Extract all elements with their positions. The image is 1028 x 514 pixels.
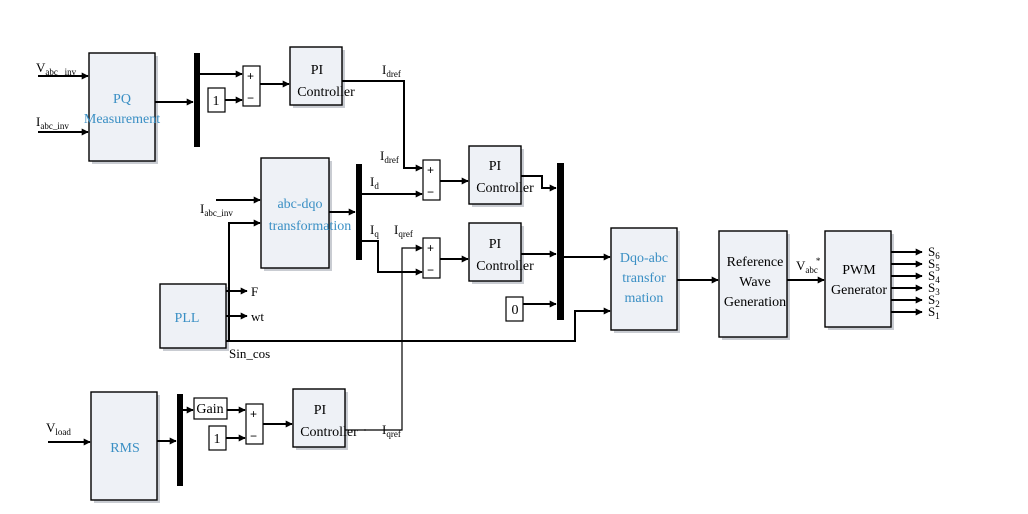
abc-dqo-line-2: transformation bbox=[269, 219, 351, 234]
label-f: F bbox=[251, 284, 258, 299]
sum-d: + − bbox=[422, 159, 441, 201]
dqo-abc-line-3: mation bbox=[625, 291, 664, 306]
demux-dq bbox=[356, 164, 362, 260]
label-iqref-in: Iqref bbox=[394, 222, 413, 239]
pi-top-line-1: PI bbox=[311, 63, 324, 78]
label-s6: S6 bbox=[928, 244, 940, 261]
sum-d-plus: + bbox=[427, 163, 434, 177]
ref-wave-line-3: Generation bbox=[724, 295, 786, 310]
wire-pll-to-abcdqo bbox=[228, 219, 261, 340]
pi-q-line-1: PI bbox=[489, 237, 502, 252]
dqo-abc-block: Dqo-abc transfor mation bbox=[610, 227, 680, 333]
pll-block: PLL bbox=[159, 283, 229, 351]
wire-iq bbox=[362, 240, 423, 276]
sum-bottom-plus: + bbox=[250, 407, 257, 421]
pi-controller-q: PI Controller bbox=[468, 222, 534, 284]
pi-controller-d: PI Controller bbox=[468, 145, 534, 207]
label-sin-cos: Sin_cos bbox=[229, 346, 270, 361]
label-iqref-out: Iqref bbox=[382, 422, 401, 439]
label-s4: S4 bbox=[928, 268, 940, 285]
label-v-load: Vload bbox=[46, 420, 71, 437]
svg-text:1: 1 bbox=[214, 432, 221, 447]
sum-bottom-minus: − bbox=[250, 429, 257, 443]
rms-block: RMS bbox=[90, 391, 160, 503]
pwm-line-1: PWM bbox=[842, 263, 876, 278]
constant-bottom: 1 bbox=[208, 425, 227, 451]
demux-pq bbox=[194, 53, 200, 147]
ref-wave-line-2: Wave bbox=[739, 275, 771, 290]
pi-bottom-line-1: PI bbox=[314, 403, 327, 418]
svg-text:1: 1 bbox=[213, 94, 220, 109]
sum-bottom: + − bbox=[245, 403, 264, 445]
pq-measurement-block: PQ Measurement bbox=[84, 52, 160, 164]
pi-bottom-line-2: Controller bbox=[300, 425, 358, 440]
label-v-abc-inv: Vabc _inv bbox=[36, 60, 77, 77]
label-v-abc-star: Vabc* bbox=[796, 256, 821, 275]
svg-text:0: 0 bbox=[512, 303, 519, 318]
reference-wave-block: Reference Wave Generation bbox=[718, 230, 790, 340]
sum-top-minus: − bbox=[247, 91, 254, 105]
wire-iqref bbox=[364, 244, 423, 431]
rms-label: RMS bbox=[110, 441, 140, 456]
pll-label: PLL bbox=[175, 311, 200, 326]
gain-block: Gain bbox=[193, 397, 228, 420]
pi-top-line-2: Controller bbox=[297, 85, 355, 100]
pwm-line-2: Generator bbox=[831, 283, 887, 298]
svg-text:Gain: Gain bbox=[196, 402, 223, 417]
sum-q: + − bbox=[422, 237, 441, 279]
label-i-abc-inv-pq: Iabc_inv bbox=[36, 114, 69, 131]
label-s5: S5 bbox=[928, 256, 940, 273]
constant-zero: 0 bbox=[505, 296, 524, 322]
abc-dqo-block: abc-dqo transformation bbox=[260, 157, 351, 271]
sum-d-minus: − bbox=[427, 185, 434, 199]
label-iq: Iq bbox=[370, 222, 379, 239]
sum-q-plus: + bbox=[427, 241, 434, 255]
dqo-abc-line-2: transfor bbox=[622, 271, 666, 286]
mux-dq0 bbox=[557, 163, 564, 320]
pwm-generator-block: PWM Generator bbox=[824, 230, 894, 330]
demux-rms bbox=[177, 394, 183, 486]
pi-d-line-2: Controller bbox=[476, 181, 534, 196]
label-idref-out: Idref bbox=[382, 62, 401, 79]
sum-q-minus: − bbox=[427, 263, 434, 277]
label-id: Id bbox=[370, 174, 379, 191]
pi-controller-top: PI Controller bbox=[289, 46, 355, 108]
pi-d-line-1: PI bbox=[489, 159, 502, 174]
label-s2: S2 bbox=[928, 292, 940, 309]
sum-top: + − bbox=[242, 65, 261, 107]
pi-q-line-2: Controller bbox=[476, 259, 534, 274]
constant-top: 1 bbox=[207, 87, 226, 113]
label-idref-in: Idref bbox=[380, 148, 399, 165]
label-s3: S3 bbox=[928, 280, 940, 297]
label-wt: wt bbox=[251, 309, 264, 324]
ref-wave-line-1: Reference bbox=[727, 255, 784, 270]
abc-dqo-line-1: abc-dqo bbox=[277, 197, 322, 212]
wire-idref bbox=[342, 80, 423, 172]
pi-controller-bottom: PI Controller bbox=[292, 388, 358, 450]
label-s1: S1 bbox=[928, 304, 940, 321]
wire-sincos bbox=[226, 307, 611, 342]
pq-line-2: Measurement bbox=[84, 112, 160, 127]
dqo-abc-line-1: Dqo-abc bbox=[620, 251, 668, 266]
pq-line-1: PQ bbox=[113, 92, 131, 107]
switch-labels: S6 S5 S4 S3 S2 S1 bbox=[928, 244, 940, 321]
label-i-abc-inv: Iabc_inv bbox=[200, 201, 233, 218]
wire-pid-to-mux bbox=[521, 175, 557, 192]
sum-top-plus: + bbox=[247, 69, 254, 83]
